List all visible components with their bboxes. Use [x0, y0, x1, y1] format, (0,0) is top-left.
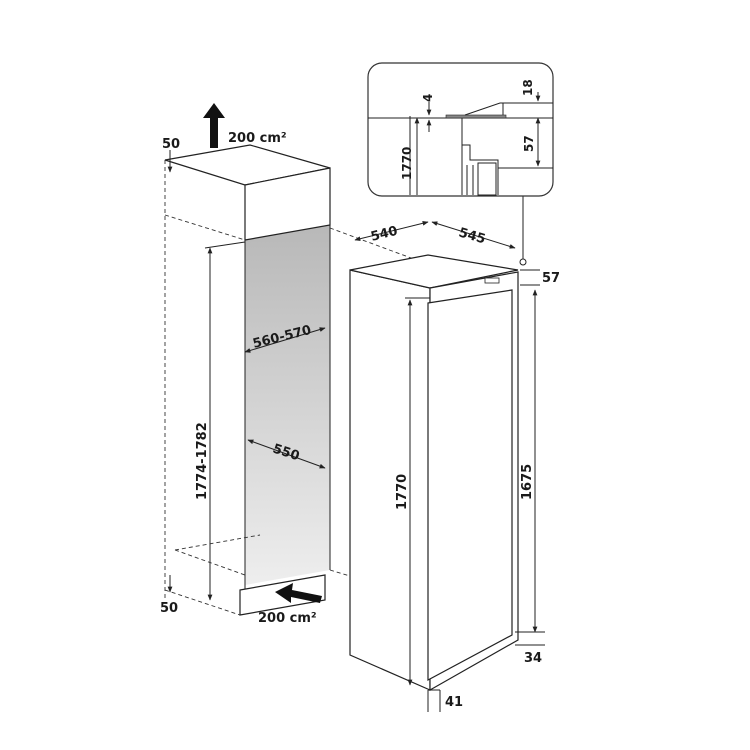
detail-height: 1770: [400, 147, 414, 180]
bottom-vent-area: 200 cm²: [258, 611, 317, 626]
appliance-top: [349, 254, 519, 289]
appliance-height: 1770: [395, 474, 410, 510]
detail-hinge-height: 18: [521, 79, 535, 96]
air-out-arrow-icon: [203, 103, 225, 148]
appliance-door: [427, 289, 513, 682]
appliance-top-offset: 57: [542, 271, 560, 286]
air-in-arrow-icon: [275, 583, 322, 603]
hinge-detail-inset: [367, 62, 554, 197]
door-height: 1675: [520, 464, 535, 500]
bottom-offset: 34: [524, 651, 542, 666]
foot-offset: 41: [445, 695, 463, 710]
bottom-clearance: 50: [160, 601, 178, 616]
appliance: [349, 254, 519, 692]
top-clearance: 50: [162, 137, 180, 152]
appliance-depth: 545: [457, 225, 487, 247]
appliance-side: [349, 269, 431, 691]
top-vent-area: 200 cm²: [228, 131, 287, 146]
detail-top-offset: 57: [522, 135, 536, 152]
niche-height: 1774-1782: [195, 422, 210, 500]
appliance-width: 540: [369, 224, 399, 245]
detail-gap: 4: [421, 94, 435, 102]
niche-back-panel: [245, 225, 330, 585]
